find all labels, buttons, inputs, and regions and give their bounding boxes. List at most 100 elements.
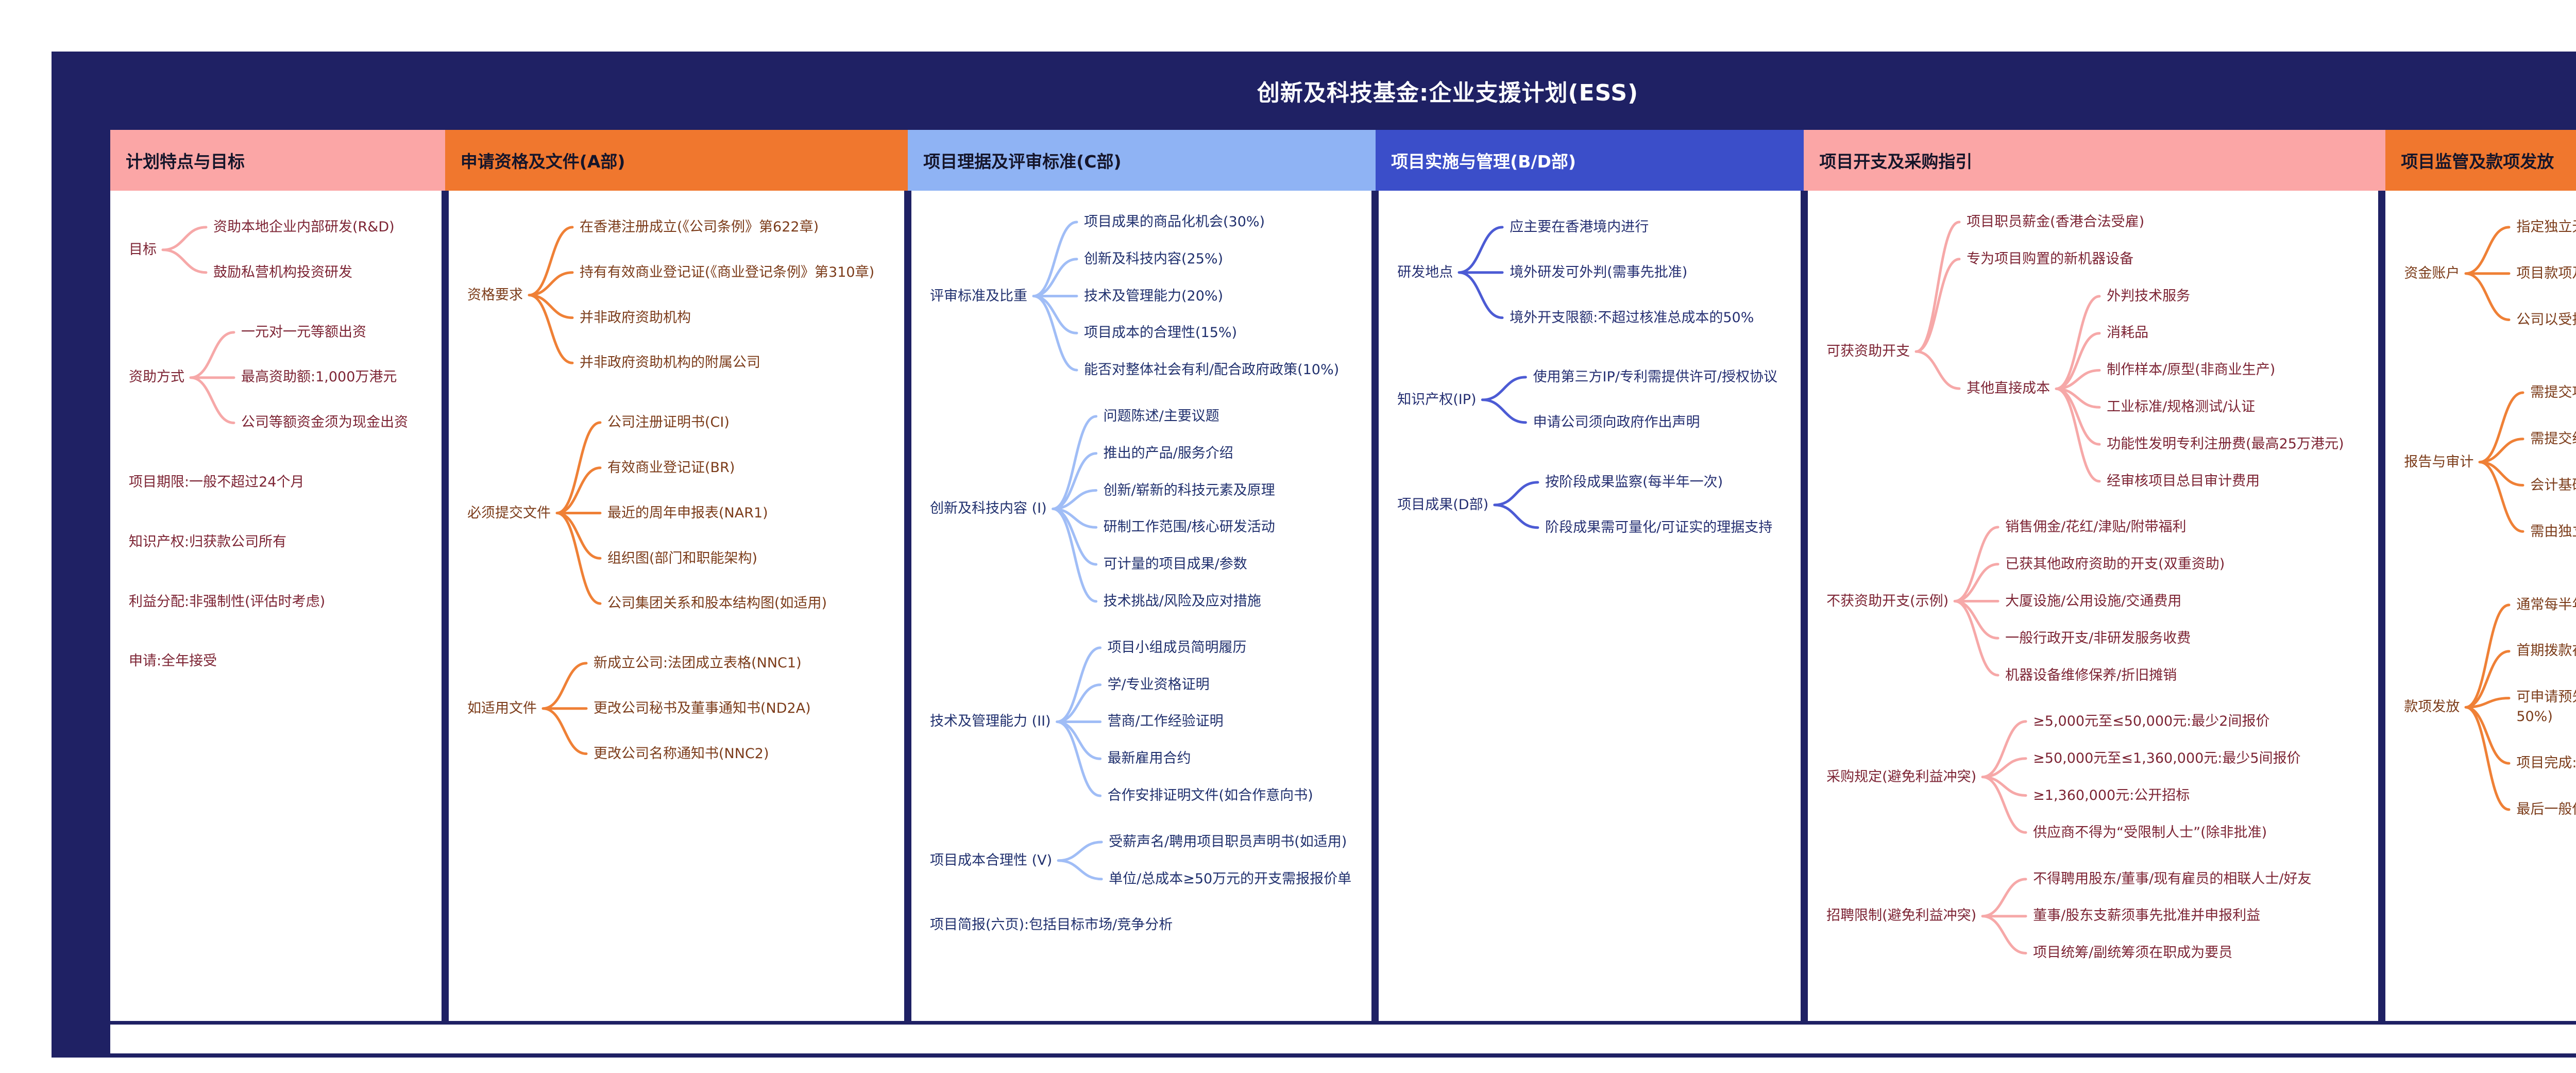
children-group: 项目职员薪金(香港合法受雇)专为项目购置的新机器设备其他直接成本外判技术服务消耗… xyxy=(1967,212,2368,491)
node-label: 功能性发明专利注册费(最高25万港元) xyxy=(2107,435,2344,452)
leaf-node: 专为项目购置的新机器设备 xyxy=(1967,249,2368,269)
leaf-node: 项目职员薪金(香港合法受雇) xyxy=(1967,212,2368,232)
node-label: 可获资助开支 xyxy=(1826,343,1910,360)
leaf-node: 项目完成:提交项目完成后续评估报告(24个月内) xyxy=(2516,753,2576,773)
leaf-node: 公司等额资金须为现金出资 xyxy=(241,413,431,432)
leaf-node: 知识产权:归获款公司所有 xyxy=(129,532,431,552)
node-label: 应主要在香港境内进行 xyxy=(1510,219,1649,235)
node-label: 技术及管理能力 (II) xyxy=(929,713,1051,730)
branch-node: 招聘限制(避免利益冲突)不得聘用股东/董事/现有雇员的相联人士/好友董事/股东支… xyxy=(1826,869,2368,963)
children-group: 项目成果的商品化机会(30%)创新及科技内容(25%)技术及管理能力(20%)项… xyxy=(1084,212,1361,380)
leaf-node: 项目成果的商品化机会(30%) xyxy=(1084,212,1361,232)
node-label: 并非政府资助机构的附属公司 xyxy=(580,355,761,371)
node-label: 项目成本的合理性(15%) xyxy=(1083,325,1238,341)
branch-node: 项目成果(D部)按阶段成果监察(每半年一次)阶段成果需可量化/可证实的理据支持 xyxy=(1397,473,1790,538)
node-label: 项目统筹/副统筹须在职成为要员 xyxy=(2033,945,2233,961)
children-group: 指定独立无风险有息港市储蓄银行账户项目款项及利息收入须存入专户公司以受托人身份持… xyxy=(2516,217,2576,329)
node-label: 项目成果(D部) xyxy=(1397,496,1489,513)
column-body-3: 研发地点 应主要在香港境内进行境外研发可外判(需事先批准) 境外开支限额:不超过核准… xyxy=(1379,191,1808,1021)
node-label: 报告与审计 xyxy=(2404,454,2474,471)
node-label: 推出的产品/服务介绍 xyxy=(1103,445,1233,461)
branch-node: 资格要求在香港注册成立(《公司条例》第622章)持有有效商业登记证(《商业登记条… xyxy=(467,217,894,373)
column-body-5: 资金账户指定独立无风险有息港市储蓄银行账户项目款项及利息收入须存入专户公司以受托… xyxy=(2385,191,2576,1021)
node-label: 专为项目购置的新机器设备 xyxy=(1967,250,2134,267)
leaf-node: 创新/崭新的科技元素及原理 xyxy=(1104,481,1362,500)
leaf-node: 供应商不得为“受限制人士”(除非批准) xyxy=(2033,823,2368,843)
node-label: 一般行政开支/非研发服务收费 xyxy=(2005,630,2191,646)
leaf-node: 已获其他政府资助的开支(双重资助) xyxy=(2005,555,2368,574)
leaf-node: ≥5,000元至≤50,000元:最少2间报价 xyxy=(2033,712,2368,731)
node-label: 项目完成:提交项目完成后续评估报告(24个月内) xyxy=(2516,755,2576,771)
node-label: 学/专业资格证明 xyxy=(1107,676,1210,693)
leaf-node: 境外研发可外判(需事先批准) xyxy=(1510,263,1790,282)
leaf-node: 消耗品 xyxy=(2107,323,2368,343)
node-label: 研发地点 xyxy=(1397,264,1453,280)
node-label: 消耗品 xyxy=(2107,325,2149,341)
node-label: 创新/崭新的科技元素及原理 xyxy=(1103,482,1275,498)
leaf-node: 公司以受托人身份持有 xyxy=(2516,310,2576,330)
branch-node: 资金账户指定独立无风险有息港市储蓄银行账户项目款项及利息收入须存入专户公司以受托… xyxy=(2404,217,2576,329)
header-cell-2: 项目理据及评审标准(C部) xyxy=(908,130,1376,191)
children-group: 通常每半年分期发放首期拨款在公司用毕首期等额资金后发放可申请预先拨款(上限50万… xyxy=(2516,595,2576,819)
columns-table: 计划特点与目标申请资格及文件(A部)项目理据及评审标准(C部)项目实施与管理(B… xyxy=(110,130,2576,1053)
node-label: 问题陈述/主要议题 xyxy=(1103,408,1219,424)
node-label: 境外研发可外判(需事先批准) xyxy=(1510,264,1688,280)
leaf-node: 应主要在香港境内进行 xyxy=(1510,217,1790,237)
node-label: 款项发放 xyxy=(2404,699,2460,715)
branch-node: 采购规定(避免利益冲突)≥5,000元至≤50,000元:最少2间报价≥50,0… xyxy=(1826,712,2368,842)
column-header-label: 项目开支及采购指引 xyxy=(1819,152,1973,172)
leaf-node: 机器设备维修保养/折旧摊销 xyxy=(2005,666,2368,685)
children-group: 销售佣金/花红/津贴/附带福利已获其他政府资助的开支(双重资助)大厦设施/公用设… xyxy=(2005,517,2368,685)
node-label: 董事/股东支薪须事先批准并申报利益 xyxy=(2033,908,2261,924)
children-group: 资助本地企业内部研发(R&D)鼓励私营机构投资研发 xyxy=(213,217,431,282)
leaf-node: 经审核项目总目审计费用 xyxy=(2107,472,2368,491)
leaf-node: 使用第三方IP/专利需提供许可/授权协议 xyxy=(1533,367,1791,387)
node-label: 可计量的项目成果/参数 xyxy=(1103,556,1247,573)
node-label: 有效商业登记证(BR) xyxy=(607,459,735,476)
branch-node: 目标资助本地企业内部研发(R&D)鼓励私营机构投资研发 xyxy=(129,217,431,282)
children-group: ≥5,000元至≤50,000元:最少2间报价 ≥50,000元至≤1,360,0… xyxy=(2033,712,2368,842)
node-label: 公司等额资金须为现金出资 xyxy=(241,414,408,431)
node-label: 会计基础:应计制 xyxy=(2530,477,2576,493)
mindmap-board: 创新及科技基金:企业支援计划(ESS) 计划特点与目标申请资格及文件(A部)项目… xyxy=(52,52,2576,1058)
node-label: ≥50,000元至≤1,360,000元:最少5间报价 xyxy=(2033,750,2301,767)
leaf-node: 并非政府资助机构 xyxy=(580,308,894,328)
children-group: 在香港注册成立(《公司条例》第622章)持有有效商业登记证(《商业登记条例》第3… xyxy=(580,217,894,373)
children-group: 使用第三方IP/专利需提供许可/授权协议申请公司须向政府作出声明 xyxy=(1533,367,1791,432)
title-bar: 创新及科技基金:企业支援计划(ESS) xyxy=(52,52,2576,130)
leaf-node: ≥1,360,000元:公开招标 xyxy=(2033,786,2368,806)
branch-node: 必须提交文件公司注册证明书(CI)有效商业登记证(BR)最近的周年申报表(NAR… xyxy=(467,413,894,613)
leaf-node: 申请:全年接受 xyxy=(129,651,431,671)
children-group: 公司注册证明书(CI)有效商业登记证(BR)最近的周年申报表(NAR1)组织图(… xyxy=(607,413,894,613)
node-label: 最近的周年申报表(NAR1) xyxy=(607,505,768,521)
leaf-node: 问题陈述/主要议题 xyxy=(1104,407,1362,426)
leaf-node: 不得聘用股东/董事/现有雇员的相联人士/好友 xyxy=(2033,869,2368,889)
node-label: 创新及科技内容(25%) xyxy=(1083,250,1224,267)
body-row: 目标资助本地企业内部研发(R&D)鼓励私营机构投资研发资助方式一元对一元等额出资… xyxy=(110,191,2576,1021)
node-label: 工业标准/规格测试/认证 xyxy=(2107,398,2256,415)
leaf-node: 销售佣金/花红/津贴/附带福利 xyxy=(2005,517,2368,537)
leaf-node: 受薪声名/聘用项目职员声明书(如适用) xyxy=(1109,832,1361,852)
node-label: 不获资助开支(示例) xyxy=(1826,593,1949,609)
node-label: 按阶段成果监察(每半年一次) xyxy=(1545,474,1723,490)
branch-node: 技术及管理能力 (II)项目小组成员简明履历学/专业资格证明营商/工作经验证明最… xyxy=(930,638,1361,806)
node-label: 如适用文件 xyxy=(467,700,537,716)
node-label: 创新及科技内容 (I) xyxy=(929,500,1047,517)
leaf-node: 新成立公司:法团成立表格(NNC1) xyxy=(594,653,894,673)
children-group: 应主要在香港境内进行境外研发可外判(需事先批准) 境外开支限额:不超过核准总成本的… xyxy=(1510,217,1790,327)
node-label: 最新雇用合约 xyxy=(1107,750,1191,767)
header-cell-3: 项目实施与管理(B/D部) xyxy=(1376,130,1804,191)
leaf-node: 外判技术服务 xyxy=(2107,287,2368,306)
leaf-node: 可申请预先拨款(上限50万或首六个月等额资助的50%) xyxy=(2516,688,2576,727)
leaf-node: 能否对整体社会有利/配合政府政策(10%) xyxy=(1084,360,1361,380)
node-label: 需提交项目进度报告(每半年)/最终报告 xyxy=(2530,384,2576,401)
column-header-label: 申请资格及文件(A部) xyxy=(460,152,625,172)
leaf-node: 一元对一元等额出资 xyxy=(241,323,431,342)
children-group: 外判技术服务消耗品制作样本/原型(非商业生产)工业标准/规格测试/认证功能性发明… xyxy=(2107,287,2368,491)
node-label: 鼓励私营机构投资研发 xyxy=(213,264,352,280)
leaf-node: 境外开支限额:不超过核准总成本的50% xyxy=(1510,308,1790,328)
node-label: 可申请预先拨款(上限50万或首六个月等额资助的50%) xyxy=(2516,689,2576,725)
node-label: 供应商不得为“受限制人士”(除非批准) xyxy=(2033,824,2267,841)
leaf-node: 需提交项目进度报告(每半年)/最终报告 xyxy=(2530,383,2576,403)
leaf-node: 功能性发明专利注册费(最高25万港元) xyxy=(2107,434,2368,454)
